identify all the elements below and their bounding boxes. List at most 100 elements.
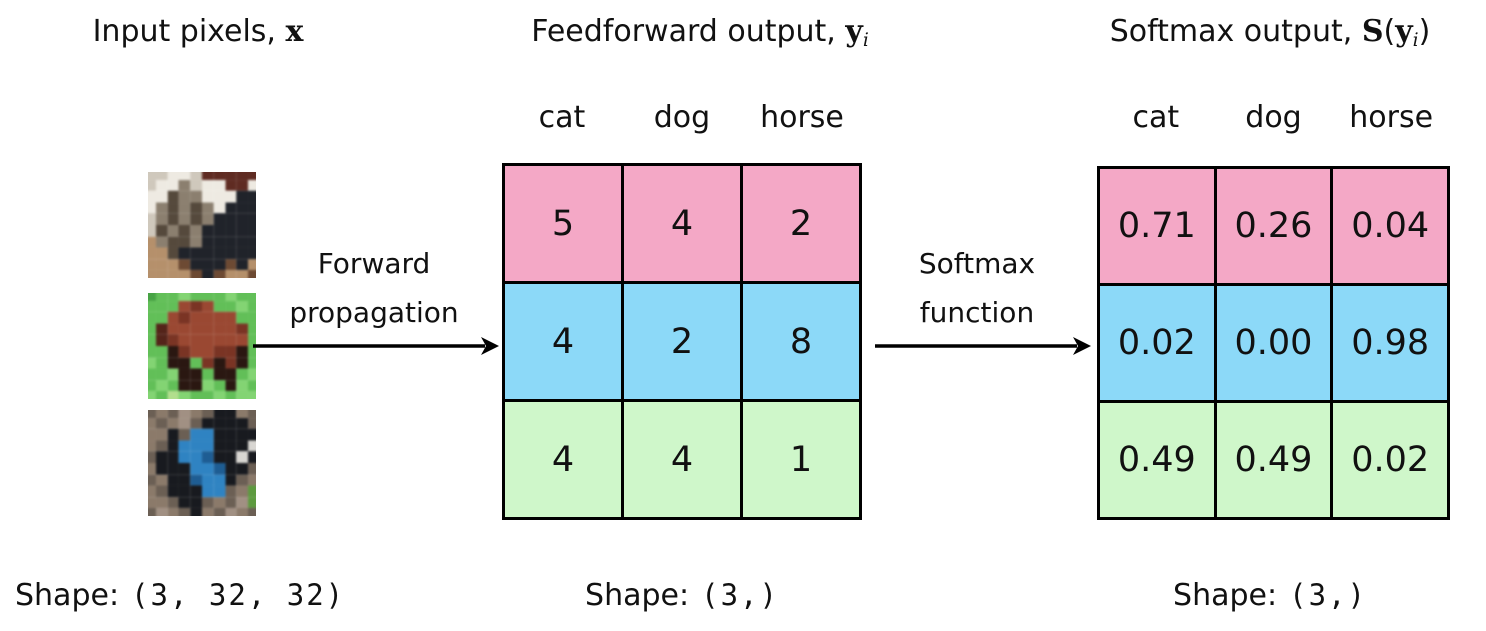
pixel (202, 213, 214, 225)
pixel (225, 380, 237, 392)
pixel (148, 391, 156, 399)
pixel (167, 497, 179, 509)
pixel (236, 410, 249, 418)
pixel (248, 428, 256, 441)
matrix-cell: 2 (743, 166, 859, 281)
pixel (248, 508, 256, 516)
pixel (236, 213, 249, 225)
matrix-cell: 0.00 (1216, 286, 1331, 400)
pixel (236, 323, 249, 335)
pixel (167, 300, 179, 312)
pixel (155, 391, 168, 399)
pixel (167, 508, 179, 516)
pixel (225, 300, 237, 312)
pixel (225, 247, 237, 260)
pixel (236, 508, 249, 516)
pixel (178, 334, 191, 346)
pixel (202, 293, 214, 301)
pixel (167, 380, 179, 392)
pixel (202, 323, 214, 335)
pixel (202, 485, 214, 498)
pixel (178, 508, 191, 516)
pixel (225, 311, 237, 324)
pixel (190, 346, 202, 358)
pixel (155, 474, 168, 486)
pixel (178, 485, 191, 498)
pixel (248, 334, 256, 346)
pixel (155, 300, 168, 312)
pixel (190, 368, 202, 381)
title-softmax-output: Softmax output, S(yi) (1110, 14, 1431, 51)
pixel (248, 270, 256, 278)
horse-image (148, 293, 256, 399)
pixel (178, 259, 191, 271)
pixel (148, 225, 156, 237)
pixel (148, 311, 156, 324)
pixel (178, 190, 191, 203)
pixel (225, 213, 237, 225)
pixel (167, 428, 179, 441)
pixel (225, 172, 237, 180)
pixel (225, 485, 237, 498)
pixel (213, 357, 226, 369)
pixel (167, 236, 179, 248)
paren-open: ( (1383, 14, 1396, 49)
pixel (236, 202, 249, 214)
pixel (236, 311, 249, 324)
pixel (225, 391, 237, 399)
pixel (248, 463, 256, 475)
pixel (148, 236, 156, 248)
pixel (202, 225, 214, 237)
pixel (178, 172, 191, 180)
pixel (178, 346, 191, 358)
pixel (178, 380, 191, 392)
matrix-cell: 8 (743, 284, 859, 399)
pixel (155, 236, 168, 248)
pixel (213, 293, 226, 301)
pixel (190, 440, 202, 452)
pixel (148, 497, 156, 509)
pixel (167, 270, 179, 278)
pixel (236, 225, 249, 237)
pixel (190, 213, 202, 225)
pixel (148, 357, 156, 369)
pixel (178, 451, 191, 463)
column-header: horse (1349, 100, 1434, 135)
pixel (236, 451, 249, 463)
pixel (225, 474, 237, 486)
pixel (148, 380, 156, 392)
pixel (236, 179, 249, 191)
pixel (236, 474, 249, 486)
pixel (190, 179, 202, 191)
pixel (248, 497, 256, 509)
pixel (236, 293, 249, 301)
title-feedforward-output: Feedforward output, yi (531, 14, 869, 51)
pixel (213, 391, 226, 399)
softmax-shape-text: Shape: (1173, 578, 1278, 613)
pixel (202, 311, 214, 324)
pixel (236, 463, 249, 475)
pixel (236, 417, 249, 429)
pixel (225, 417, 237, 429)
pixel (155, 225, 168, 237)
pixel (225, 428, 237, 441)
matrix-cell: 4 (505, 284, 621, 399)
pixel (236, 334, 249, 346)
matrix-cell: 0.49 (1216, 403, 1331, 517)
pixel (178, 236, 191, 248)
pixel (167, 259, 179, 271)
pixel (148, 410, 156, 418)
pixel (202, 259, 214, 271)
pixel (190, 259, 202, 271)
pixel (178, 270, 191, 278)
pixel (202, 474, 214, 486)
pixel (225, 440, 237, 452)
pixel (155, 270, 168, 278)
pixel (155, 463, 168, 475)
feedforward-shape-text: Shape: (585, 578, 690, 613)
pixel (236, 391, 249, 399)
pixel (248, 451, 256, 463)
matrix-cell: 1 (743, 402, 859, 517)
